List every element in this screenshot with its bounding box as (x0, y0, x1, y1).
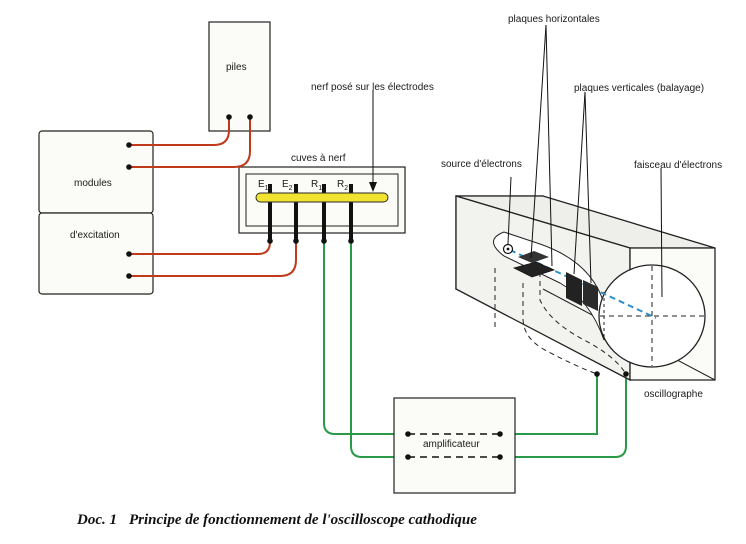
terminal-dots (126, 114, 253, 279)
beam-label: faisceau d'électrons (634, 160, 722, 171)
caption-title: Principe de fonctionnement de l'oscillos… (129, 512, 477, 528)
horizontal-plates (512, 261, 556, 278)
nerve-label: nerf posé sur les électrodes (311, 82, 434, 93)
red-wire-e2 (129, 241, 297, 277)
amplifier-label: amplificateur (423, 439, 480, 450)
oscillograph (455, 195, 716, 382)
vertical-plates-label: plaques verticales (balayage) (574, 83, 704, 94)
electrode-e2-label: E2 (282, 179, 293, 192)
nerve-pointer: nerf posé sur les électrodes (311, 82, 434, 192)
oscillograph-label: oscillographe (644, 389, 703, 400)
modules-label: modules (74, 178, 112, 189)
figure-caption: Doc. 1 Principe de fonctionnement de l'os… (77, 512, 477, 529)
source-label: source d'électrons (441, 159, 522, 170)
horizontal-plates-label: plaques horizontales (508, 14, 600, 25)
excitation-modules: modules d'excitation (38, 130, 154, 295)
amplifier: amplificateur (393, 397, 516, 494)
electrode-r1-label: R1 (311, 179, 322, 192)
nerve-chamber-label: cuves à nerf (291, 153, 346, 164)
vertical-plates (566, 272, 582, 306)
red-wire-battery-a (129, 117, 230, 146)
caption-number: Doc. 1 (77, 512, 117, 528)
nerve (255, 192, 389, 203)
battery-box: piles (208, 21, 271, 132)
battery-label: piles (226, 62, 247, 73)
excitation-label: d'excitation (70, 230, 120, 241)
crt-pointers (507, 24, 663, 298)
red-wire-battery-b (129, 117, 251, 168)
electrode-e1-label: E1 (258, 179, 269, 192)
electrode-r2-label: R2 (337, 179, 348, 192)
